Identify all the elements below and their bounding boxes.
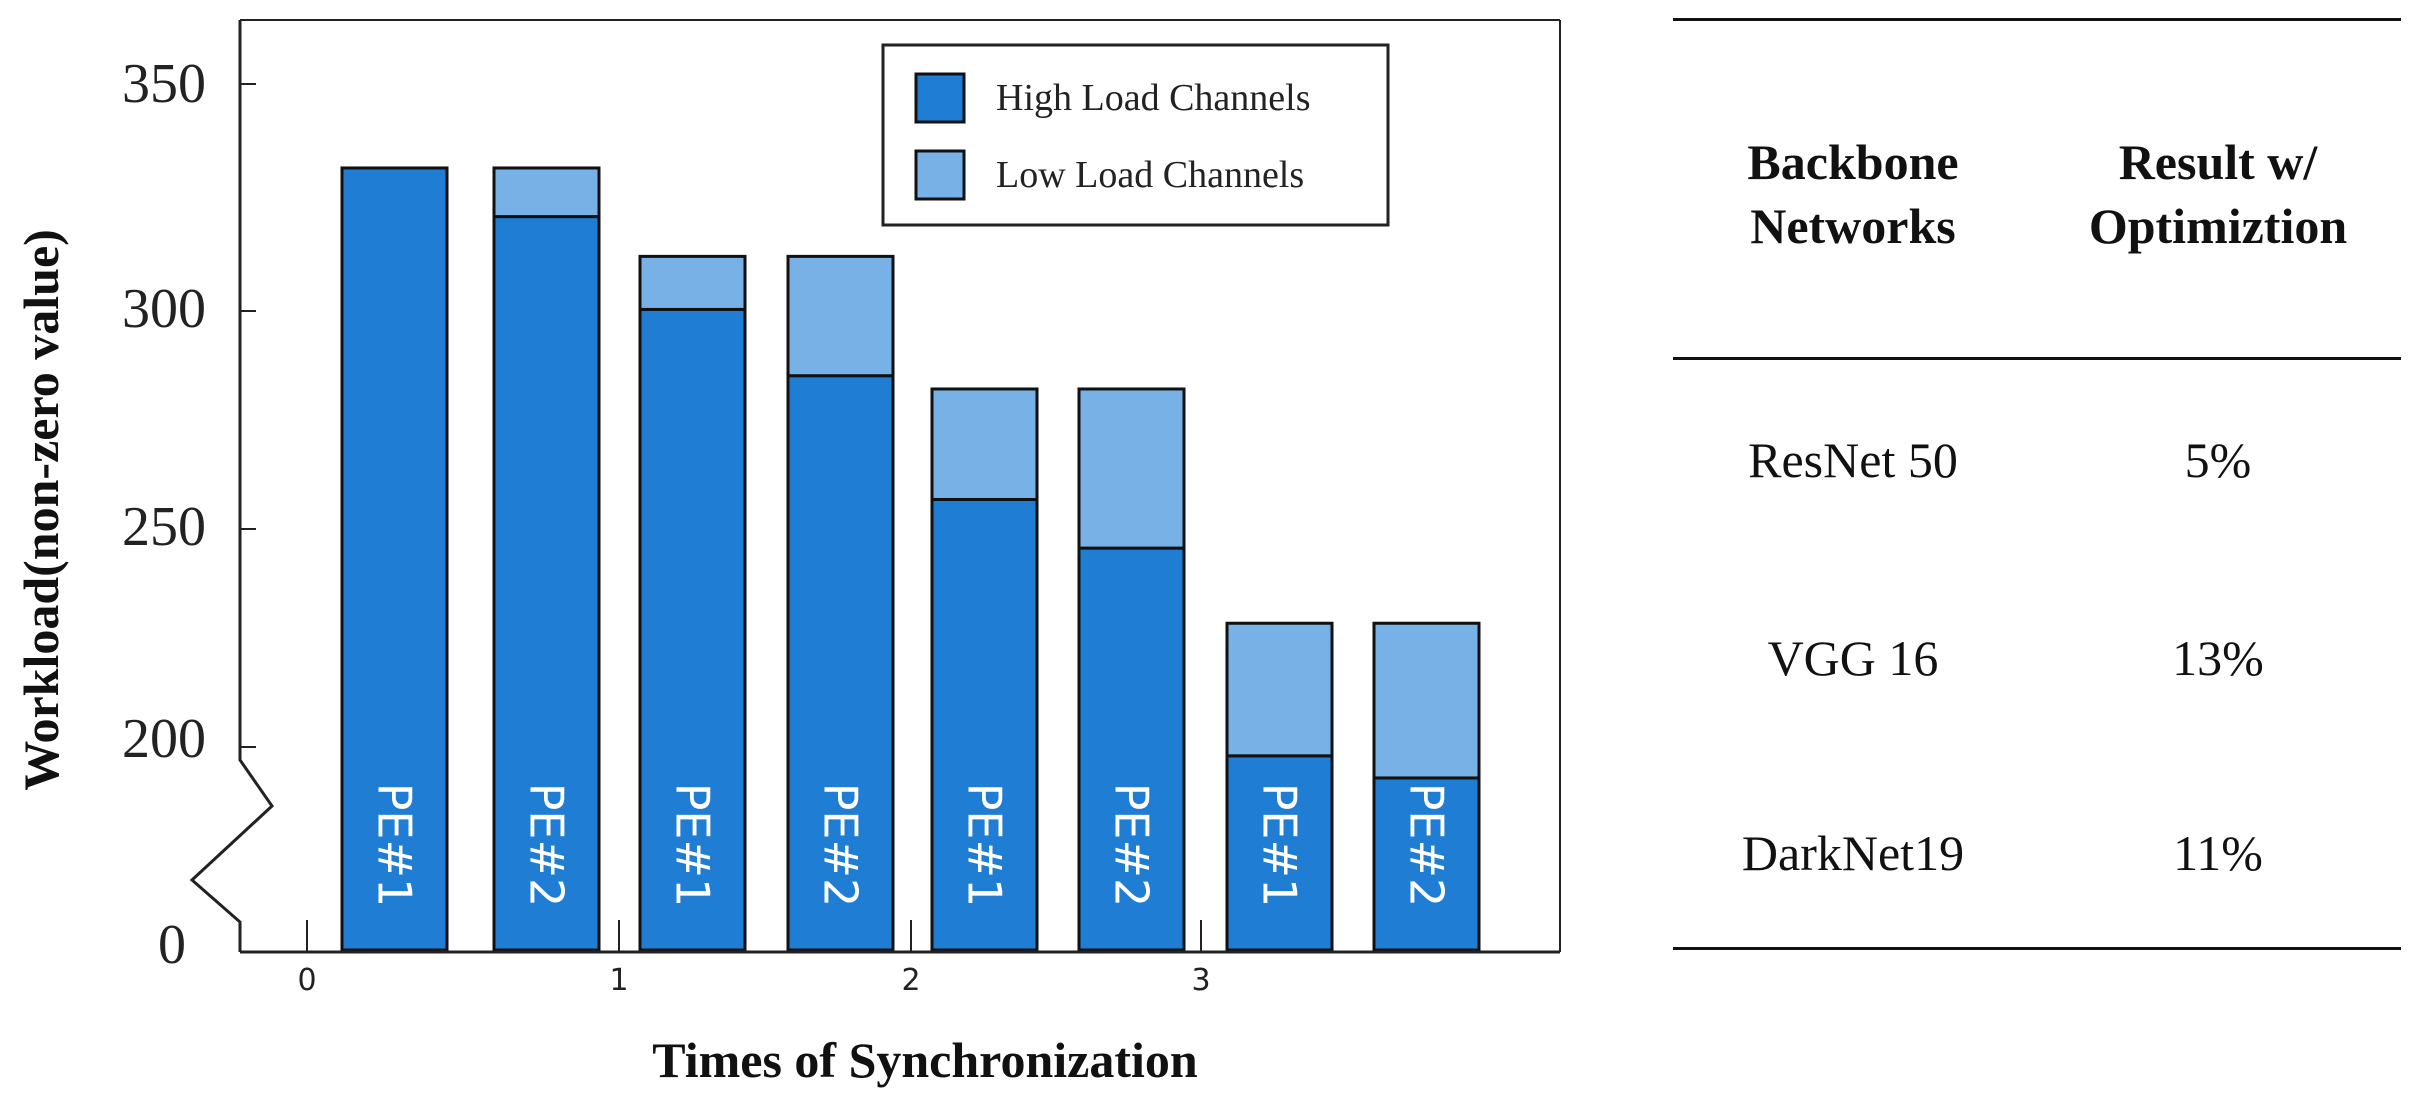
bar-low-load	[1372, 621, 1481, 780]
table-cell-result: 11%	[2173, 825, 2263, 881]
bar-high-load	[340, 166, 449, 952]
legend: High Load Channels Low Load Channels	[881, 43, 1390, 227]
legend-label-low-load: Low Load Channels	[996, 154, 1304, 196]
bar-pe-label: PE#1	[1253, 783, 1307, 908]
bar-pe-label: PE#2	[520, 783, 574, 908]
bar-low-load	[1077, 387, 1186, 550]
bar-pe-label: PE#1	[666, 783, 720, 908]
y-ticks: 350 300 250 200 0	[122, 53, 256, 976]
bar-low-load	[930, 387, 1039, 501]
x-tick-label: 0	[297, 963, 316, 998]
bar-pe-label: PE#1	[958, 783, 1012, 908]
bar-pe-label: PE#2	[1400, 783, 1454, 908]
bar-low-load	[492, 166, 601, 219]
y-tick-label: 0	[158, 914, 186, 976]
table-top-rule	[1673, 18, 2401, 21]
bar-low-load	[638, 254, 747, 311]
legend-label-high-load: High Load Channels	[996, 77, 1311, 119]
results-table: Backbone Networks Result w/ Optimiztion …	[1673, 0, 2411, 1099]
bars-layer: PE#1 PE#2 PE#1 PE#2 PE#1 PE#2 PE#1 PE#2	[340, 166, 1481, 952]
header-line: Backbone	[1747, 134, 1959, 190]
header-backbone-networks: Backbone Networks	[1673, 130, 2033, 258]
y-axis-title: Workload(non-zero value)	[13, 229, 69, 791]
header-line: Networks	[1750, 198, 1956, 254]
table-cell-network: VGG 16	[1767, 630, 1939, 686]
x-tick-label: 3	[1191, 963, 1210, 998]
bar-high-load	[786, 374, 895, 952]
bar-low-load	[786, 254, 895, 378]
table-cell-result: 5%	[2184, 432, 2252, 488]
y-tick-label: 350	[122, 53, 206, 115]
bar-pe-label: PE#2	[1105, 783, 1159, 908]
bar-pe-label: PE#2	[814, 783, 868, 908]
legend-swatch-high-load	[914, 72, 966, 124]
table-cell-result: 13%	[2172, 630, 2264, 686]
x-axis-title: Times of Synchronization	[652, 1032, 1198, 1088]
bar-high-load	[492, 215, 601, 952]
legend-swatch-low-load	[914, 149, 966, 201]
bar-high-load	[1077, 546, 1186, 952]
x-tick-label: 2	[901, 963, 920, 998]
table-bottom-rule	[1673, 947, 2401, 950]
x-ticks: 0 1 2 3	[297, 920, 1211, 998]
table-header-rule	[1673, 357, 2401, 360]
x-tick-label: 1	[609, 963, 628, 998]
bar-high-load	[1372, 776, 1481, 952]
y-tick-label: 300	[122, 278, 206, 340]
table-cell-network: ResNet 50	[1748, 432, 1958, 488]
legend-box	[881, 43, 1390, 227]
y-tick-label: 250	[122, 496, 206, 558]
y-tick-label: 200	[122, 708, 206, 770]
header-line: Result w/	[2118, 134, 2318, 190]
bar-pe-label: PE#1	[368, 783, 422, 908]
table-cell-network: DarkNet19	[1741, 825, 1965, 881]
header-line: Optimiztion	[2088, 198, 2348, 254]
bar-high-load	[1225, 754, 1334, 952]
header-result-with-optimization: Result w/ Optimiztion	[2033, 130, 2403, 258]
bar-low-load	[1225, 621, 1334, 758]
y-axis-with-break	[189, 20, 274, 952]
bar-high-load	[930, 497, 1039, 952]
